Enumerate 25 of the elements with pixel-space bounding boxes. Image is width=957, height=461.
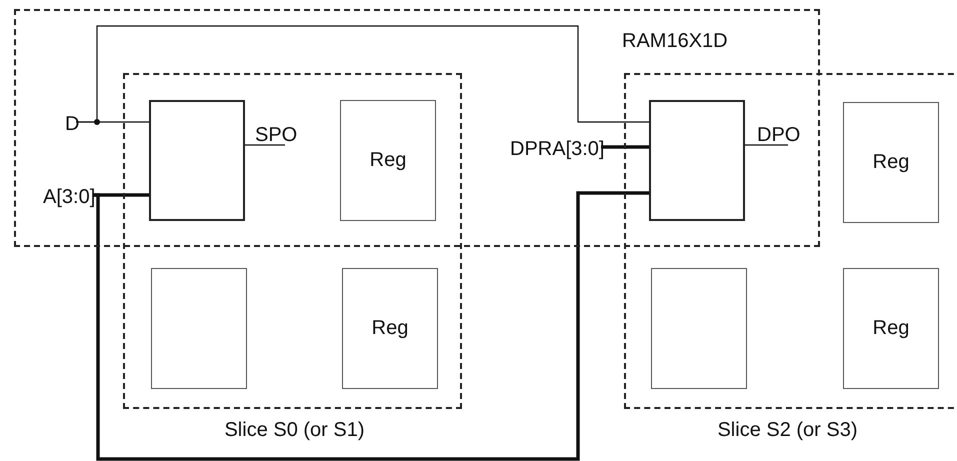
signal-label: A[3:0]: [43, 187, 96, 207]
slice-label: Slice S0 (or S1): [223, 419, 366, 441]
lut-block: [649, 100, 745, 221]
signal-label: DPRA[3:0]: [510, 139, 604, 159]
register-block: [340, 100, 436, 221]
bus-wire: [601, 145, 649, 149]
register-block: [843, 102, 939, 223]
bus-wire: [92, 191, 649, 461]
wire: [745, 144, 788, 146]
lut-block: [149, 100, 245, 221]
signal-label: SPO: [255, 125, 298, 145]
wire: [245, 144, 285, 146]
signal-label: DPO: [757, 125, 800, 145]
block-label: Reg: [370, 149, 406, 172]
slice-label: Slice S2 (or S3): [716, 419, 859, 441]
block-label: Reg: [872, 151, 910, 174]
register-block: [843, 268, 939, 389]
signal-label: D: [65, 114, 80, 134]
register-block: [342, 268, 438, 389]
block-title: RAM16X1D: [622, 30, 728, 52]
wire: [76, 25, 649, 123]
logic-block: [651, 268, 747, 389]
block-label: Reg: [872, 317, 910, 340]
block-label: Reg: [372, 317, 408, 340]
logic-block: [151, 268, 247, 389]
